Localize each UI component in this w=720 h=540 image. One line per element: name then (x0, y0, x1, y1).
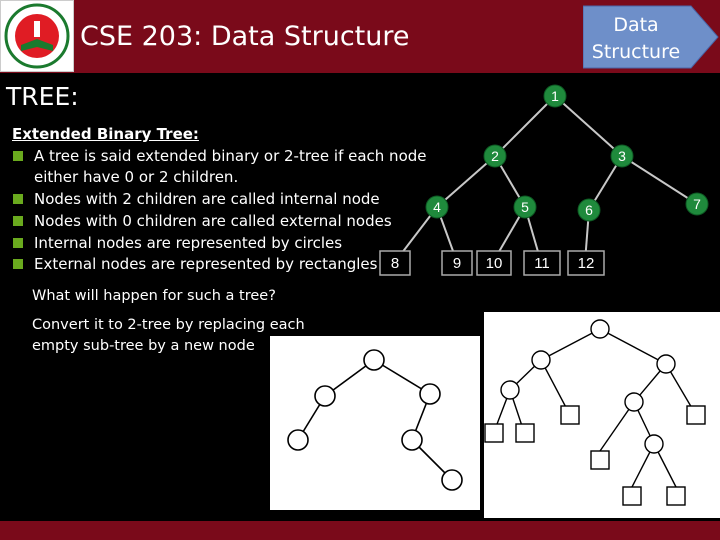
bullet-square-icon (13, 150, 23, 161)
tree-node-7 (685, 192, 709, 216)
extended-binary-tree-diagram: 1 2 3 4 5 6 7 8 9 10 11 12 (379, 84, 709, 276)
course-title: CSE 203: Data Structure (80, 21, 410, 52)
topic-tag: Data Structure (583, 4, 720, 70)
tree-node-label: 4 (433, 199, 441, 215)
tree-node-label: 6 (585, 202, 593, 218)
tree-leaf-label: 8 (391, 255, 399, 272)
instruction-text: Convert it to 2-tree by replacing each e… (32, 317, 305, 354)
definition-bullet: External nodes are represented by rectan… (12, 254, 432, 276)
tree-leaf-label: 9 (453, 255, 461, 272)
extended-2-tree-figure (484, 312, 720, 518)
tree-leaf-label: 12 (578, 255, 595, 272)
bullet-square-icon (13, 215, 23, 226)
tree-leaf-label: 10 (486, 255, 503, 272)
tree-node-3 (610, 144, 634, 168)
tree-node-5 (513, 195, 537, 219)
tree-leaf-label: 11 (534, 255, 550, 272)
definition-heading: Extended Binary Tree: (12, 125, 199, 143)
tree-node-label: 5 (521, 199, 529, 215)
tree-leaf-12 (567, 250, 605, 276)
bullet-square-icon (13, 259, 23, 270)
question-text: What will happen for such a tree? (32, 288, 276, 304)
tree-node-4 (425, 195, 449, 219)
topic-tag-line2: Structure (591, 41, 681, 63)
binary-tree-figure (270, 336, 480, 510)
bullet-square-icon (13, 194, 23, 205)
footer-bar (0, 521, 720, 540)
tree-node-label: 2 (491, 148, 499, 164)
definition-bullet: A tree is said extended binary or 2-tree… (12, 146, 432, 189)
tree-leaf-11 (523, 250, 561, 276)
tree-node-2 (483, 144, 507, 168)
tree-node-1 (543, 84, 567, 108)
tree-leaf-8 (379, 250, 411, 276)
definition-bullet: Nodes with 2 children are called interna… (12, 189, 432, 211)
tree-leaf-10 (476, 250, 512, 276)
definition-bullet: Internal nodes are represented by circle… (12, 233, 432, 255)
tree-node-label: 1 (551, 88, 559, 104)
tree-node-label: 7 (693, 196, 701, 212)
tree-leaf-9 (441, 250, 473, 276)
topic-tag-line1: Data (613, 14, 659, 36)
section-title: TREE: (6, 82, 79, 111)
tree-node-6 (577, 198, 601, 222)
tree-node-label: 3 (618, 148, 626, 164)
definition-bullet: Nodes with 0 children are called externa… (12, 211, 432, 233)
definition-block: Extended Binary Tree: A tree is said ext… (12, 124, 432, 276)
bullet-square-icon (13, 237, 23, 248)
university-logo-icon (0, 0, 74, 72)
